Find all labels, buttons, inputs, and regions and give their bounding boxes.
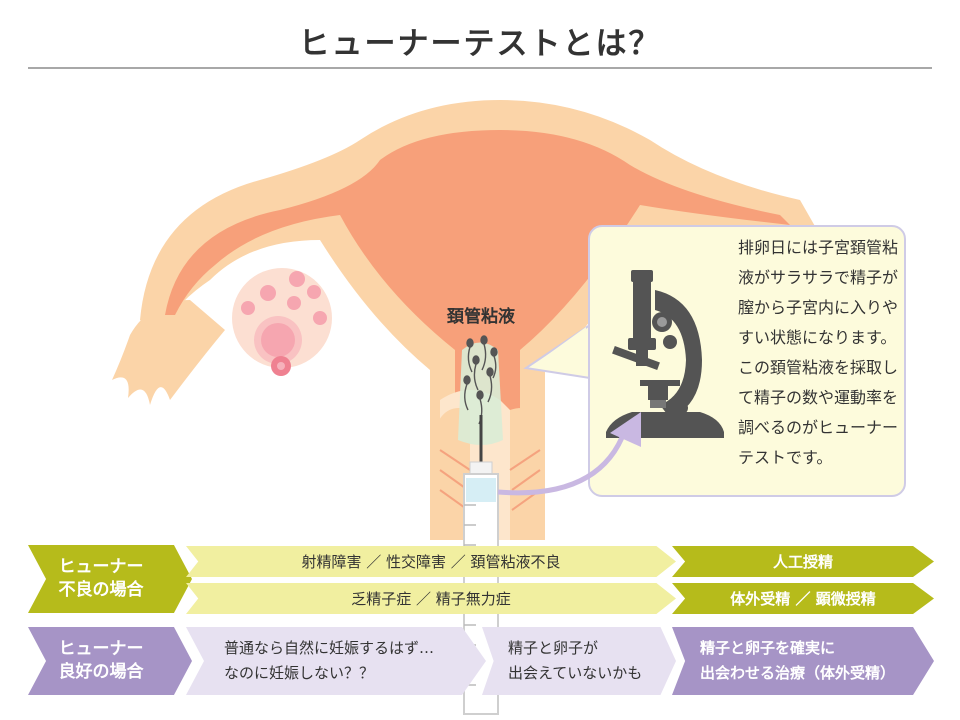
bad-label-line2: 不良の場合: [58, 580, 144, 600]
ovary-icon: [232, 268, 332, 368]
good-box-2: 精子と卵子が 出会えていないかも: [482, 627, 676, 695]
arrow-head: [610, 412, 641, 447]
good-box2-line1: 精子と卵子が: [508, 639, 599, 657]
bubble-paragraph-1: 排卵日には子宮頚管粘液がサラサラで精子が膣から子宮内に入りやすい状態になります。: [738, 238, 899, 347]
bad-cause-2: 乏精子症 ／ 精子無力症: [186, 583, 676, 614]
good-box-1: 普通なら自然に妊娠するはず… なのに妊娠しない？？: [186, 627, 486, 695]
title-divider: [28, 67, 932, 69]
good-box2-line2: 出会えていないかも: [508, 664, 643, 682]
bad-cause-1: 射精障害 ／ 性交障害 ／ 頚管粘液不良: [186, 546, 676, 577]
bubble-paragraph-2: この頚管粘液を採取して精子の数や運動率を調べるのがヒューナーテストです。: [738, 358, 899, 467]
fimbriae-left: [112, 300, 225, 405]
egg-icon: [271, 356, 291, 376]
bad-label-line1: ヒューナー: [58, 557, 144, 577]
good-box3-line1: 精子と卵子を確実に: [700, 639, 836, 657]
good-label-line1: ヒューナー: [58, 639, 144, 659]
good-box1-line1: 普通なら自然に妊娠するはず…: [224, 639, 435, 657]
good-box1-line2: なのに妊娠しない？？: [224, 664, 375, 682]
good-box3-line2: 出会わせる治療（体外受精）: [700, 664, 896, 682]
good-label-line2: 良好の場合: [58, 662, 144, 682]
good-box-3: 精子と卵子を確実に 出会わせる治療（体外受精）: [672, 627, 934, 695]
bubble-tail-cover: [532, 327, 586, 376]
good-result-label: ヒューナー 良好の場合: [28, 627, 192, 695]
cervical-mucus-label: 頚管粘液: [447, 307, 515, 327]
bubble-text: 排卵日には子宮頚管粘液がサラサラで精子が膣から子宮内に入りやすい状態になります。…: [738, 233, 904, 473]
bad-treatment-1: 人工授精: [672, 546, 934, 577]
microscope-icon: [606, 270, 724, 438]
uterus-cavity: [165, 130, 790, 430]
page-title: ヒューナーテストとは？: [298, 26, 662, 62]
bad-treatment-2: 体外受精 ／ 顕微授精: [672, 583, 934, 614]
sperm-icon: [463, 335, 498, 425]
bad-result-label: ヒューナー 不良の場合: [28, 545, 192, 613]
arrow-icon: [497, 429, 628, 496]
